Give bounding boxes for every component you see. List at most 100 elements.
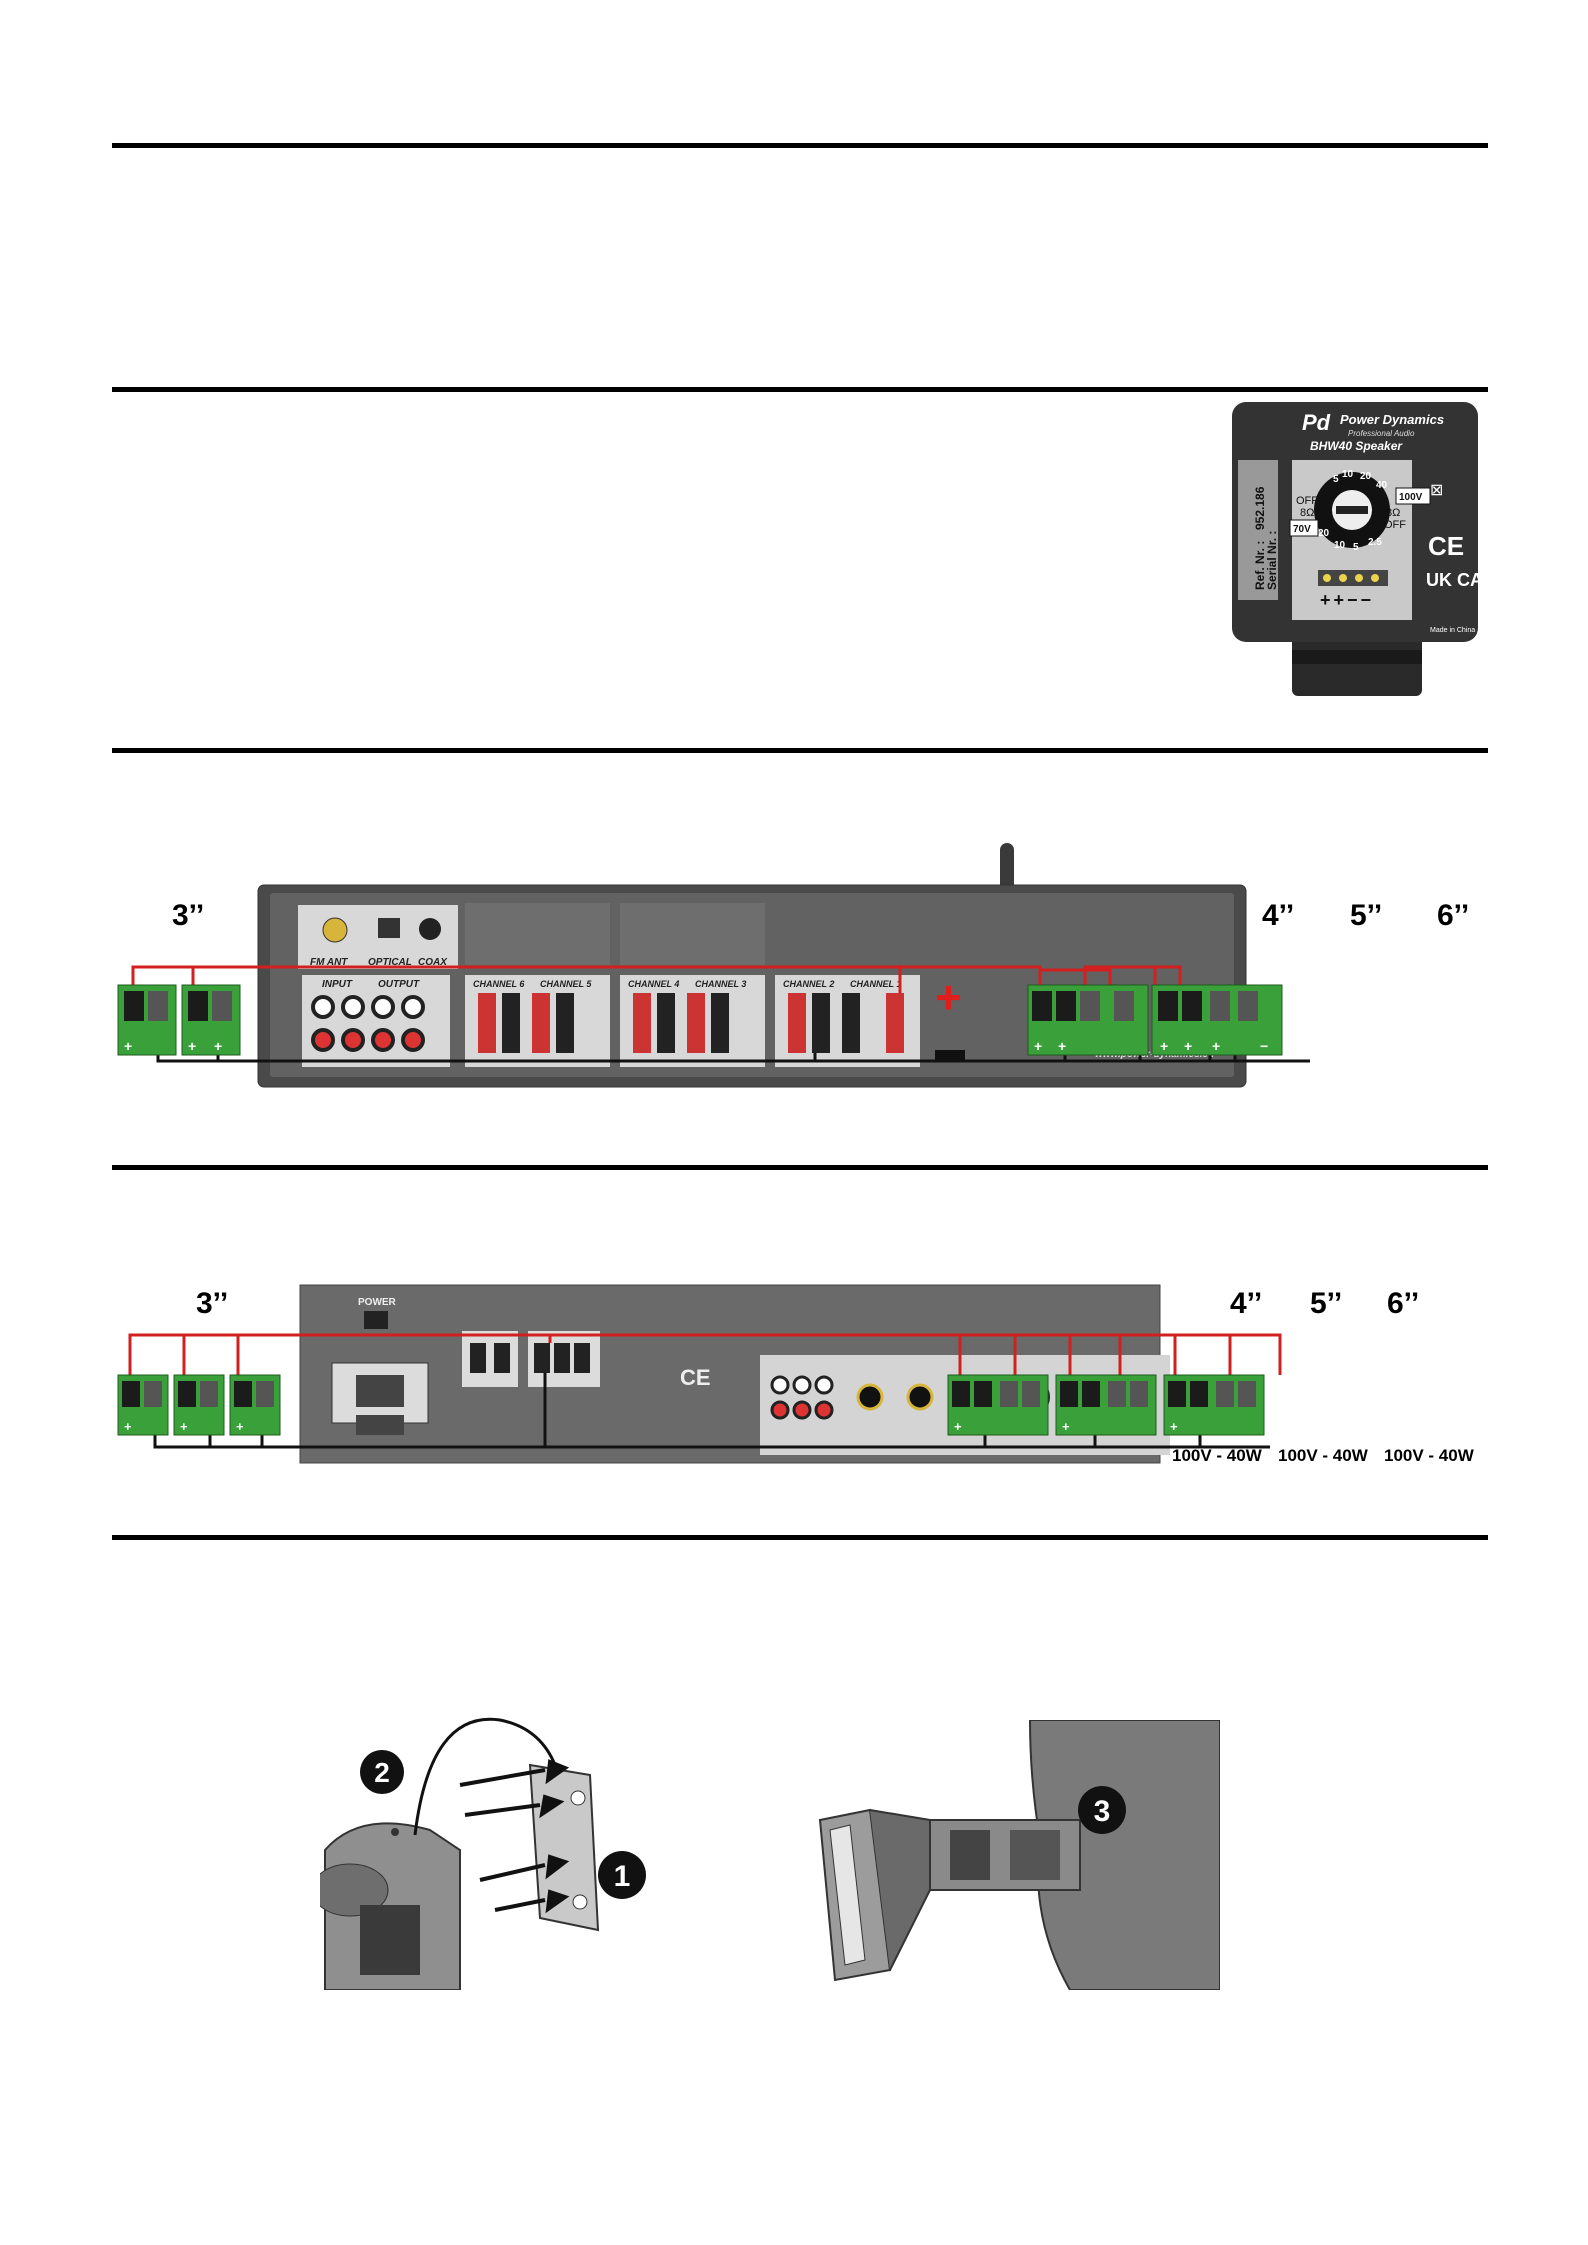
cable-curve xyxy=(413,1717,557,1836)
size-label-6in: 6’’ xyxy=(1437,899,1469,932)
svg-text:CHANNEL 2: CHANNEL 2 xyxy=(783,979,834,989)
ce-mark: CE xyxy=(1428,531,1464,561)
channel-panel-2-1: CHANNEL 2 CHANNEL 1 xyxy=(775,975,920,1067)
terminal-3in-c-100v: + xyxy=(229,1374,281,1436)
size-label-6in-100v: 6’’ xyxy=(1387,1287,1419,1320)
wiring-diagram-multichannel: FM ANT OPTICAL COAX INPUT OUTPUT CHANNEL… xyxy=(117,843,1469,1088)
size-label-4in-100v: 4’’ xyxy=(1230,1287,1262,1320)
svg-text:1: 1 xyxy=(614,1860,631,1893)
terminal-6in-100v: + xyxy=(1163,1374,1265,1436)
terminal-3in-a-100v: + xyxy=(117,1374,169,1436)
svg-text:20: 20 xyxy=(1318,528,1330,539)
wattage-label-6in: 100V - 40W xyxy=(1384,1446,1475,1465)
speaker-label-image: Pd Power Dynamics Professional Audio BHW… xyxy=(1232,402,1480,696)
size-label-3in: 3’’ xyxy=(172,899,204,932)
svg-text:+: + xyxy=(1062,1419,1070,1434)
svg-text:INPUT: INPUT xyxy=(322,979,353,990)
svg-text:+: + xyxy=(124,1419,132,1434)
wattage-label-4in: 100V - 40W xyxy=(1172,1446,1263,1465)
svg-text:CHANNEL 3: CHANNEL 3 xyxy=(695,979,746,989)
svg-text:8Ω: 8Ω xyxy=(1386,507,1400,519)
ce-mark-100v: CE xyxy=(680,1365,711,1390)
size-label-5in: 5’’ xyxy=(1350,899,1382,932)
size-label-5in-100v: 5’’ xyxy=(1310,1287,1342,1320)
svg-text:OFF: OFF xyxy=(1296,495,1318,507)
terminal-5in-100v: + xyxy=(1055,1374,1157,1436)
terminal-block-4in: + + xyxy=(1027,984,1149,1056)
model-name: BHW40 Speaker xyxy=(1310,439,1403,453)
svg-text:OUTPUT: OUTPUT xyxy=(378,979,420,990)
svg-text:CHANNEL 6: CHANNEL 6 xyxy=(473,979,525,989)
rca-panel xyxy=(302,975,450,1067)
svg-text:POWER: POWER xyxy=(358,1297,397,1308)
ref-panel xyxy=(1238,460,1278,600)
power-switch xyxy=(364,1311,388,1329)
svg-text:OFF: OFF xyxy=(1384,519,1406,531)
svg-text:8Ω: 8Ω xyxy=(1300,507,1314,519)
section-rule-4 xyxy=(112,1165,1488,1170)
wattage-label-5in: 100V - 40W xyxy=(1278,1446,1369,1465)
svg-text:20: 20 xyxy=(1360,471,1372,482)
svg-text:10: 10 xyxy=(1342,469,1354,480)
svg-text:+: + xyxy=(1212,1038,1220,1054)
mounting-step-3-illustration: 3 xyxy=(818,1720,1220,1990)
step-badge-1 xyxy=(598,1851,646,1899)
size-label-4in: 4’’ xyxy=(1262,899,1294,932)
serial-label: Serial Nr. : xyxy=(1265,531,1279,590)
ref-label: Ref. Nr. : xyxy=(1253,541,1267,590)
svg-text:+: + xyxy=(954,1419,962,1434)
svg-text:70V: 70V xyxy=(1293,524,1311,535)
svg-text:+: + xyxy=(1160,1038,1168,1054)
terminal-block-3in-b: + + xyxy=(181,984,241,1056)
svg-text:40: 40 xyxy=(1376,480,1388,491)
step-badge-3 xyxy=(1078,1786,1126,1834)
section-rule-2 xyxy=(112,387,1488,392)
svg-text:5: 5 xyxy=(1353,542,1359,553)
terminal-4in-100v: + xyxy=(947,1374,1049,1436)
svg-text:+: + xyxy=(1058,1038,1066,1054)
terminal-block xyxy=(1318,570,1388,586)
terminal-block-3in-a: + xyxy=(117,984,177,1056)
channel-panel-4-3: CHANNEL 4 CHANNEL 3 xyxy=(620,975,765,1067)
dial-slot xyxy=(1336,506,1368,514)
svg-text:CHANNEL 5: CHANNEL 5 xyxy=(540,979,592,989)
svg-text:+: + xyxy=(124,1038,132,1054)
wall-bracket-plate xyxy=(528,1763,600,1932)
positive-wiring xyxy=(131,965,1182,993)
terminal-block-5in-6in: + + + − xyxy=(1151,984,1283,1056)
wiring-diagram-100v: POWER CE xyxy=(117,1284,1475,1465)
step-badge-2 xyxy=(360,1750,404,1794)
svg-text:−: − xyxy=(1260,1038,1268,1054)
terminal-polarity: ++−− xyxy=(1320,590,1374,610)
rca-jacks xyxy=(311,995,425,1052)
screw-arrows xyxy=(459,1759,570,1914)
svg-text:FM ANT: FM ANT xyxy=(310,957,348,968)
positive-marker: + xyxy=(935,971,962,1023)
optical-connector xyxy=(378,918,400,938)
channel-panel-6-5: CHANNEL 6 CHANNEL 5 xyxy=(465,975,610,1067)
svg-text:5: 5 xyxy=(1333,474,1339,485)
svg-text:10: 10 xyxy=(1334,540,1346,551)
svg-text:+: + xyxy=(1184,1038,1192,1054)
coax-connector xyxy=(419,918,441,940)
svg-text:CHANNEL 4: CHANNEL 4 xyxy=(628,979,679,989)
ref-value: 952.186 xyxy=(1253,486,1267,530)
section-rule-1 xyxy=(112,143,1488,148)
svg-text:2.5: 2.5 xyxy=(1368,537,1382,548)
svg-text:OPTICAL: OPTICAL xyxy=(368,957,412,968)
svg-text:+: + xyxy=(188,1038,196,1054)
section-rule-3 xyxy=(112,748,1488,753)
svg-text:+: + xyxy=(236,1419,244,1434)
brand-logo: Pd xyxy=(1302,410,1331,435)
svg-text:CHANNEL 1: CHANNEL 1 xyxy=(850,979,901,989)
svg-text:+: + xyxy=(214,1038,222,1054)
svg-text:100V: 100V xyxy=(1399,492,1423,503)
terminal-3in-b-100v: + xyxy=(173,1374,225,1436)
negative-wiring-100v xyxy=(153,1373,1270,1449)
brand-tagline: Professional Audio xyxy=(1348,429,1415,438)
mounting-step-1-2-illustration: 2 1 xyxy=(320,1690,660,1990)
fm-ant-connector xyxy=(322,917,348,943)
svg-text:2: 2 xyxy=(374,1757,390,1788)
section-rule-5 xyxy=(112,1535,1488,1540)
weee-bin-icon: ⊠ xyxy=(1430,482,1443,499)
